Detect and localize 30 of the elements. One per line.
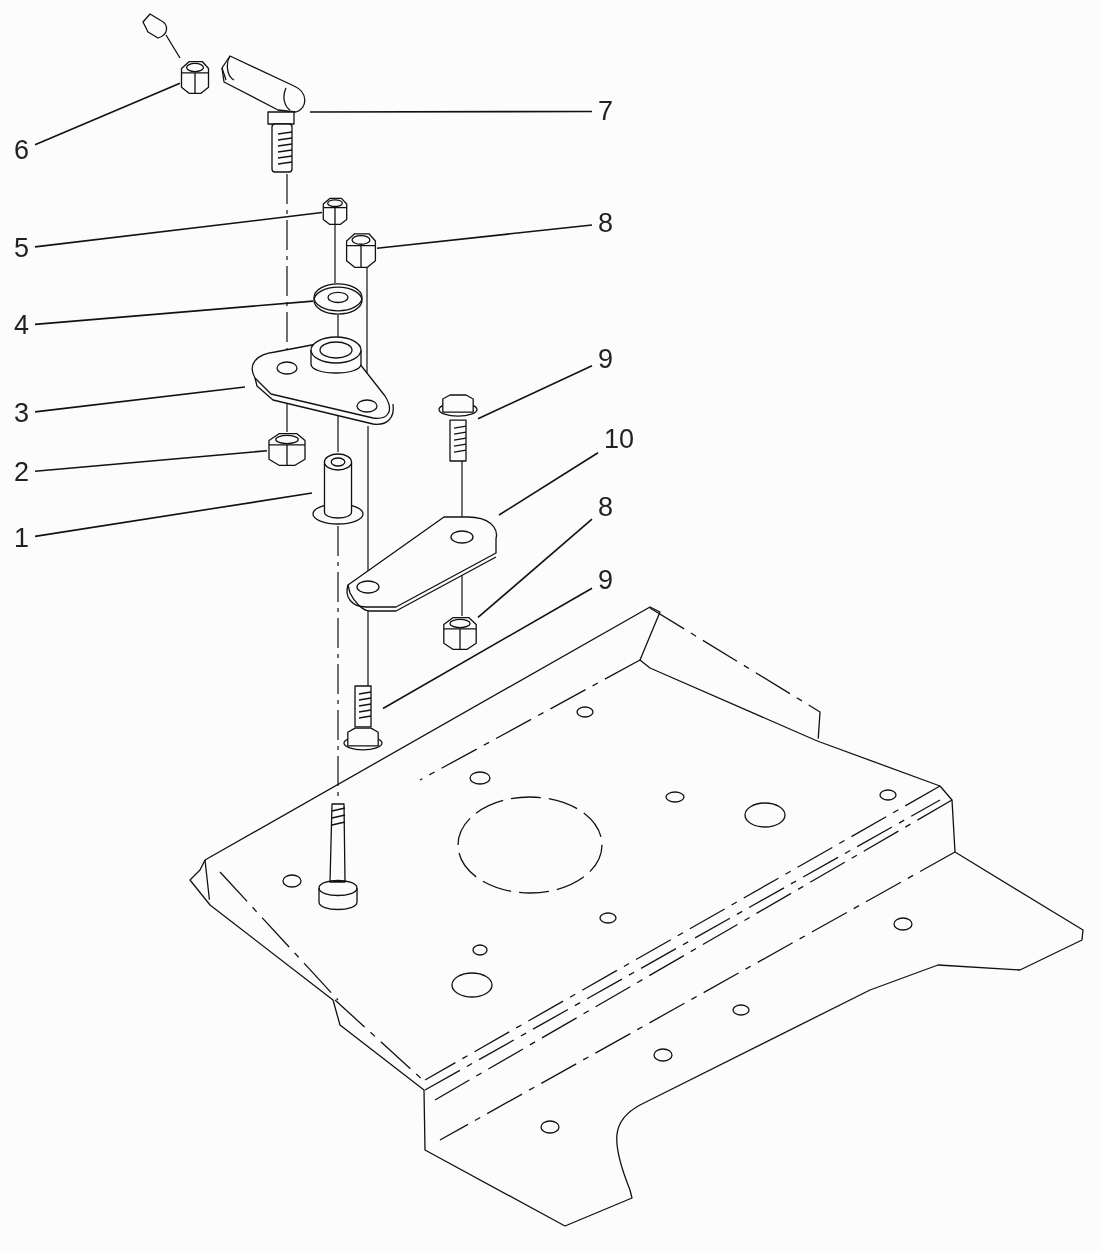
callout-number: 8	[598, 494, 614, 521]
callout-number: 1	[14, 525, 30, 552]
leader-line	[309, 110, 593, 113]
alignment-line	[337, 415, 339, 453]
alignment-line	[334, 224, 336, 284]
leader-line	[376, 224, 593, 250]
leader-line	[34, 300, 314, 326]
callout-number: 2	[14, 459, 30, 486]
alignment-line	[461, 574, 463, 617]
alignment-line	[286, 402, 288, 433]
leader-line	[34, 82, 181, 146]
callout-number: 10	[604, 426, 635, 453]
callout-number: 3	[14, 400, 30, 427]
alignment-line	[337, 314, 339, 338]
leader-line	[498, 451, 599, 516]
callout-number: 8	[598, 210, 614, 237]
leader-line	[34, 449, 268, 473]
leader-line	[477, 364, 593, 420]
leader-line	[34, 211, 323, 248]
callout-number: 9	[598, 567, 614, 594]
callout-number: 4	[14, 312, 30, 339]
leader-line	[477, 518, 593, 619]
callout-number: 5	[14, 235, 30, 262]
callout-number: 7	[598, 98, 614, 125]
leader-line	[382, 587, 593, 710]
alignment-line	[367, 610, 369, 687]
callout-number: 6	[14, 137, 30, 164]
callout-number: 9	[598, 346, 614, 373]
leader-line	[34, 492, 313, 538]
leader-line	[34, 386, 246, 413]
